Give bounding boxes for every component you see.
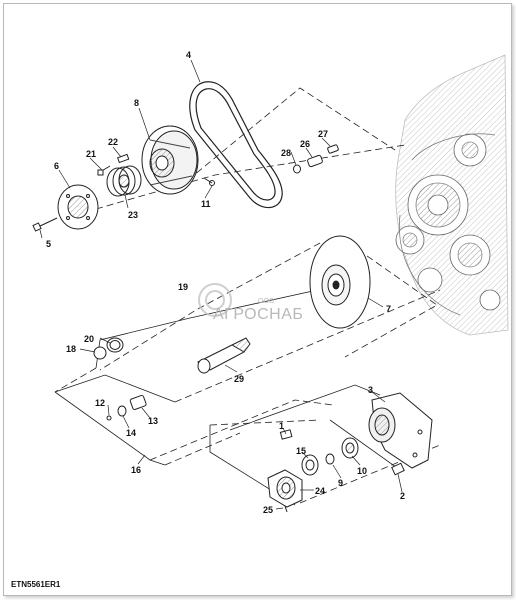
callout-21: 21 xyxy=(86,149,97,159)
callout-28: 28 xyxy=(281,148,292,158)
callout-25: 25 xyxy=(263,505,274,515)
callout-7: 7 xyxy=(386,304,392,314)
callout-6: 6 xyxy=(54,161,60,171)
callout-26: 26 xyxy=(300,139,311,149)
watermark-company-name: АГРОСНАБ xyxy=(213,306,304,323)
callout-9: 9 xyxy=(338,478,344,488)
callout-19: 19 xyxy=(178,282,189,292)
gear-housing xyxy=(267,469,303,508)
watermark-logo xyxy=(198,283,232,317)
disc xyxy=(309,235,371,329)
callout-13: 13 xyxy=(148,416,159,426)
drive-belt xyxy=(189,81,283,209)
callout-4: 4 xyxy=(186,50,192,60)
callout-29: 29 xyxy=(234,374,245,384)
flange-plate xyxy=(57,184,99,230)
callout-5: 5 xyxy=(46,239,52,249)
callout-16: 16 xyxy=(131,465,142,475)
callout-24: 24 xyxy=(315,486,326,496)
callout-10: 10 xyxy=(357,466,368,476)
drive-shaft xyxy=(197,337,251,374)
watermark-company-prefix: ООО xyxy=(258,298,275,305)
callout-20: 20 xyxy=(84,334,95,344)
callout-18: 18 xyxy=(66,344,77,354)
callout-11: 11 xyxy=(201,199,211,209)
crankshaft-pulley xyxy=(141,125,199,195)
callout-14: 14 xyxy=(126,428,137,438)
callout-23: 23 xyxy=(128,210,139,220)
fasteners xyxy=(32,144,405,513)
spring xyxy=(106,165,142,197)
callout-3: 3 xyxy=(368,385,374,395)
pump-housing xyxy=(368,392,433,469)
callout-2: 2 xyxy=(400,491,406,501)
callout-22: 22 xyxy=(108,137,119,147)
callout-15: 15 xyxy=(296,446,307,456)
callout-1: 1 xyxy=(279,421,285,431)
callout-8: 8 xyxy=(134,98,140,108)
figure-id: ETN5561ER1 xyxy=(11,580,61,589)
callout-12: 12 xyxy=(95,398,106,408)
engine-block xyxy=(395,54,509,336)
leader-lines xyxy=(39,59,403,510)
callout-27: 27 xyxy=(318,129,329,139)
